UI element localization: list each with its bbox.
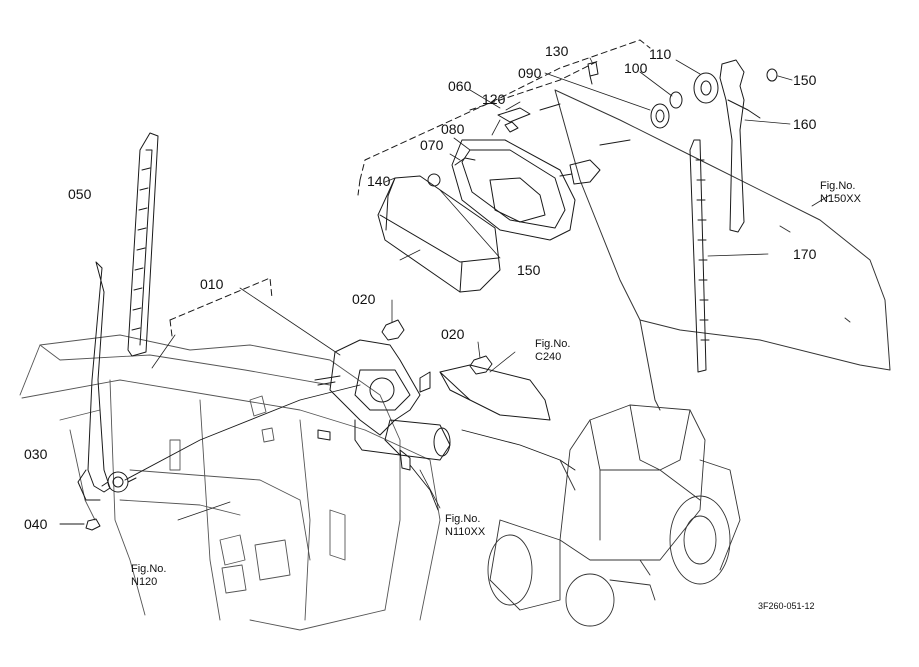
figure-ref-n120: Fig.No. N120 bbox=[131, 563, 166, 589]
rear-wiper-arm bbox=[77, 261, 111, 501]
upper-wiper-blade bbox=[689, 139, 710, 373]
part-label-170: 170 bbox=[793, 246, 817, 262]
part-label-060: 060 bbox=[448, 78, 472, 94]
part-label-080: 080 bbox=[441, 121, 465, 137]
part-label-150-top: 150 bbox=[793, 72, 817, 88]
rear-wiper-motor bbox=[314, 339, 451, 471]
part-label-150-bottom: 150 bbox=[517, 262, 541, 278]
leader-lines-upper bbox=[384, 57, 831, 259]
figure-ref-n110xx: Fig.No. N110XX bbox=[445, 513, 485, 539]
rear-wiper-blade bbox=[127, 132, 159, 357]
group-bracket-060 bbox=[357, 39, 651, 196]
figure-ref-n150xx-line1: Fig.No. bbox=[820, 180, 856, 192]
rear-window-glass bbox=[554, 89, 891, 411]
drawing-code: 3F260-051-12 bbox=[758, 601, 815, 611]
figure-ref-n120-line2: N120 bbox=[131, 576, 158, 588]
part-label-020-left: 020 bbox=[352, 291, 376, 307]
part-label-120: 120 bbox=[482, 91, 506, 107]
part-label-020-right: 020 bbox=[441, 326, 465, 342]
rear-work-lamp bbox=[377, 103, 631, 293]
nut-020 bbox=[381, 319, 493, 375]
figure-ref-c240-line2: C240 bbox=[535, 351, 562, 363]
cab-body-outline bbox=[19, 334, 441, 631]
part-label-130: 130 bbox=[545, 43, 569, 59]
upper-wiper-arm bbox=[719, 59, 761, 233]
part-label-100: 100 bbox=[624, 60, 648, 76]
tractor-thumbnail bbox=[487, 404, 741, 627]
part-label-010: 010 bbox=[200, 276, 224, 292]
washers-bushings bbox=[587, 61, 778, 129]
figure-ref-c240-line1: Fig.No. bbox=[535, 338, 571, 350]
wiper-pivot-nut bbox=[59, 471, 137, 531]
part-label-040: 040 bbox=[24, 516, 48, 532]
part-label-090: 090 bbox=[518, 65, 542, 81]
part-label-110: 110 bbox=[649, 46, 672, 62]
wiring bbox=[124, 384, 576, 511]
group-bracket-010 bbox=[169, 277, 273, 337]
figure-ref-c240: Fig.No. C240 bbox=[535, 338, 570, 364]
leader-lines-lower bbox=[151, 249, 516, 521]
part-label-070: 070 bbox=[420, 137, 444, 153]
mounting-bracket bbox=[419, 364, 551, 421]
part-label-030: 030 bbox=[24, 446, 48, 462]
figure-ref-n110xx-line1: Fig.No. bbox=[445, 513, 481, 525]
part-label-050: 050 bbox=[68, 186, 92, 202]
figure-ref-n150xx: Fig.No. N150XX bbox=[820, 180, 861, 206]
figure-ref-n110xx-line2: N110XX bbox=[445, 526, 486, 538]
part-label-140: 140 bbox=[367, 173, 391, 189]
figure-ref-n150xx-line2: N150XX bbox=[820, 193, 861, 205]
figure-ref-n120-line1: Fig.No. bbox=[131, 563, 167, 575]
part-label-160: 160 bbox=[793, 116, 817, 132]
